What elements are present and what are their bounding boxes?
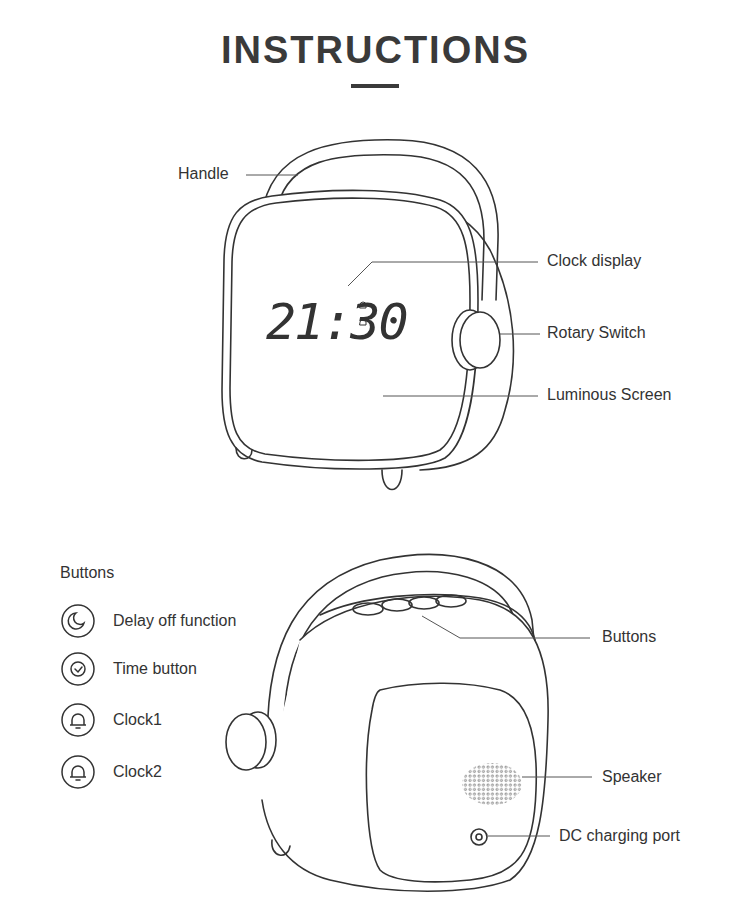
button — [409, 597, 439, 609]
front-face — [222, 190, 478, 469]
clock-hands — [75, 667, 82, 672]
page-title: INSTRUCTIONS — [221, 29, 530, 72]
foot — [272, 840, 290, 855]
rotary-knob — [460, 312, 500, 368]
leader-line — [422, 616, 590, 638]
dc-port — [471, 829, 487, 845]
button — [353, 603, 383, 615]
button-label: Time button — [113, 659, 197, 679]
button-label: Clock1 — [113, 710, 162, 730]
icon-circle — [62, 653, 94, 685]
part-label: Luminous Screen — [547, 385, 672, 405]
bell-icon — [70, 766, 86, 780]
moon-icon — [68, 613, 84, 629]
leader-line — [246, 175, 298, 176]
icon-circle — [62, 704, 94, 736]
leader-line — [522, 777, 592, 778]
icon-circle — [62, 756, 94, 788]
part-label: Rotary Switch — [547, 323, 646, 343]
button — [382, 599, 412, 611]
speaker-grille — [462, 763, 522, 805]
part-label: Clock display — [547, 251, 641, 271]
title-underline — [351, 84, 399, 88]
leader-line — [488, 836, 550, 837]
button — [436, 595, 466, 607]
leader-line — [383, 396, 538, 397]
clock-icon — [71, 662, 85, 676]
rotary-knob — [226, 714, 266, 770]
leader-line — [348, 262, 538, 286]
icon-circle — [62, 605, 94, 637]
bell-icon — [70, 714, 86, 728]
clock-digits: 21:30 — [266, 293, 407, 351]
top-edge — [320, 595, 535, 640]
section-heading: Buttons — [60, 563, 114, 583]
button-label: Delay off function — [113, 611, 236, 631]
part-label: Speaker — [602, 767, 662, 787]
body-back-view — [262, 596, 548, 891]
part-label: Buttons — [602, 627, 656, 647]
side-panel — [366, 683, 536, 882]
button-label: Clock2 — [113, 762, 162, 782]
foot — [382, 470, 402, 490]
foot — [236, 448, 252, 459]
luminous-screen — [230, 198, 470, 460]
leader-line — [500, 334, 540, 335]
dc-port-pin — [476, 834, 482, 840]
part-label: Handle — [178, 164, 229, 184]
part-label: DC charging port — [559, 826, 680, 846]
